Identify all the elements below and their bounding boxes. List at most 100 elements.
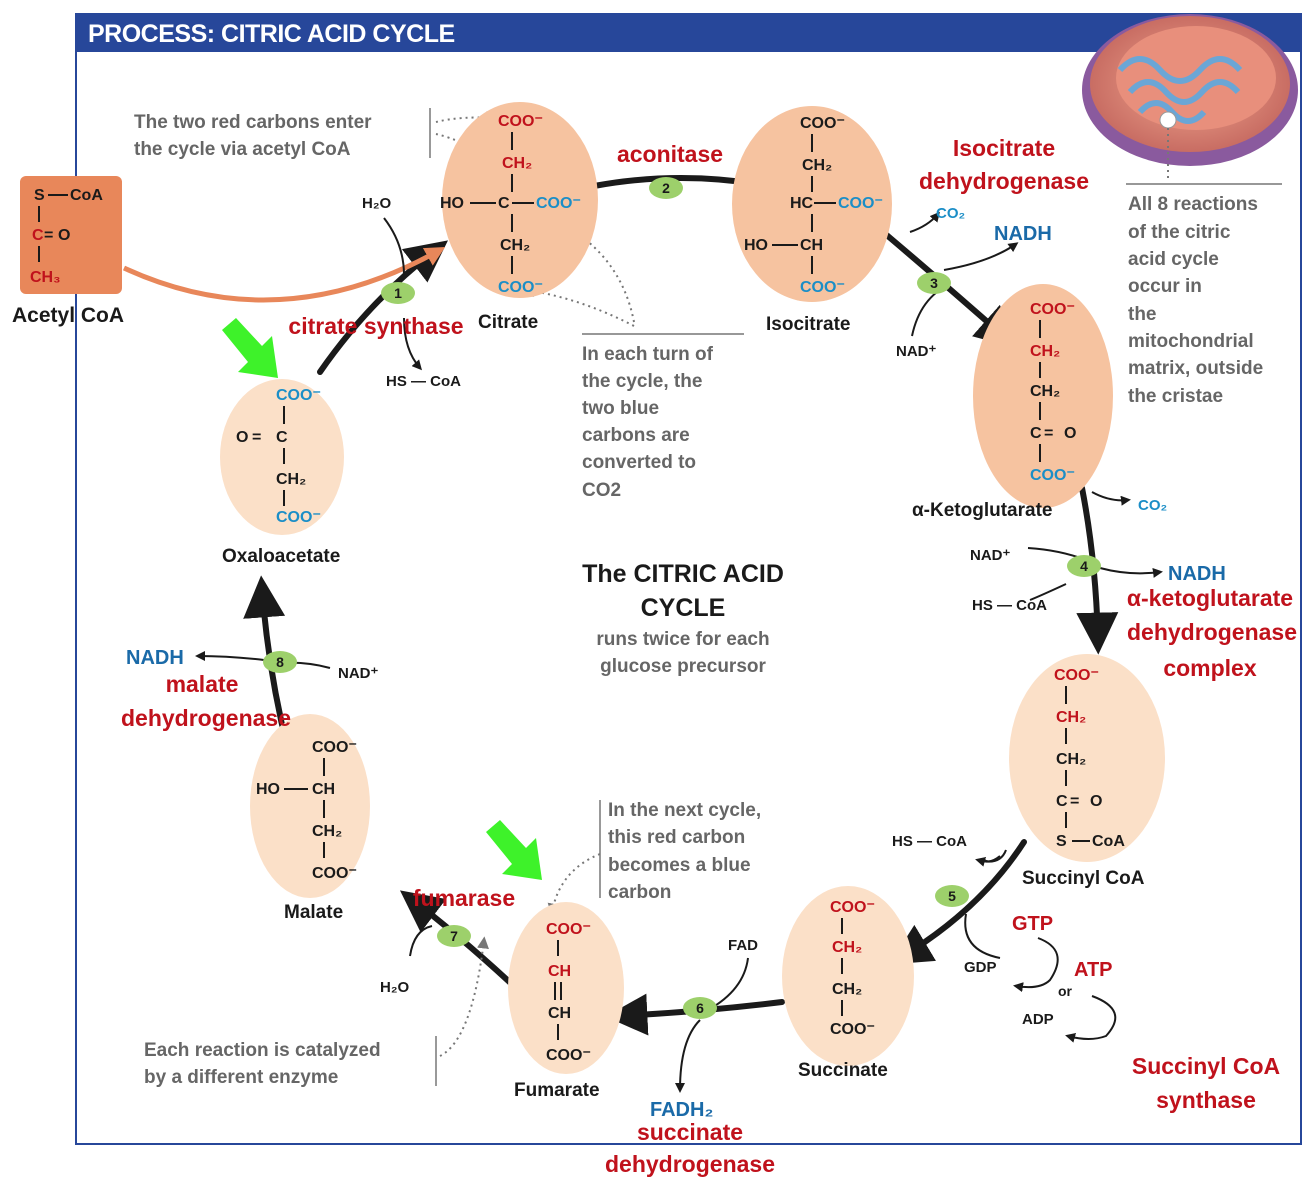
svg-text:HC: HC <box>790 195 814 212</box>
svg-text:NADH: NADH <box>126 647 184 669</box>
svg-text:O: O <box>1064 425 1076 442</box>
svg-text:CH: CH <box>312 781 335 798</box>
svg-text:COO⁻: COO⁻ <box>498 279 543 296</box>
svg-text:CYCLE: CYCLE <box>641 594 726 622</box>
svg-text:COO⁻: COO⁻ <box>1054 667 1099 684</box>
svg-text:ATP: ATP <box>1074 959 1113 981</box>
svg-text:All 8 reactions: All 8 reactions <box>1128 194 1258 215</box>
svg-text:CH₂: CH₂ <box>276 471 306 488</box>
succinate-structure: COO⁻ CH₂ CH₂ COO⁻ <box>830 899 875 1038</box>
svg-text:=: = <box>44 227 53 244</box>
svg-text:S: S <box>34 187 45 204</box>
svg-text:COO⁻: COO⁻ <box>800 279 845 296</box>
svg-text:CO₂: CO₂ <box>1138 497 1167 514</box>
label-succinate: Succinate <box>798 1060 888 1081</box>
citrate-structure: COO⁻ CH₂ HO C COO⁻ CH₂ COO⁻ <box>440 113 581 296</box>
label-malate: Malate <box>284 902 343 923</box>
akg-structure: COO⁻ CH₂ CH₂ C = O COO⁻ <box>1030 301 1076 484</box>
enzyme-succinate-dh-1: succinate <box>637 1119 743 1145</box>
svg-text:CH₂: CH₂ <box>832 939 862 956</box>
cofactors: H₂O HS — CoA CO₂ NADH NAD⁺ CO₂ NAD⁺ NADH… <box>126 195 1226 1121</box>
svg-text:mitochondrial: mitochondrial <box>1128 331 1254 352</box>
svg-text:=: = <box>1044 425 1053 442</box>
svg-text:the cycle via acetyl CoA: the cycle via acetyl CoA <box>134 139 351 160</box>
svg-text:two blue: two blue <box>582 398 659 419</box>
svg-text:CO₂: CO₂ <box>936 205 965 222</box>
acetyl-coa-box <box>20 176 122 294</box>
center-title: The CITRIC ACID CYCLE runs twice for eac… <box>582 560 784 677</box>
svg-text:CO2: CO2 <box>582 480 621 501</box>
svg-text:Each reaction is catalyzed: Each reaction is catalyzed <box>144 1040 381 1061</box>
molecule-ellipses <box>220 102 1165 1074</box>
svg-text:ADP: ADP <box>1022 1011 1054 1028</box>
note-next-cycle: In the next cycle, this red carbon becom… <box>608 800 761 903</box>
step-3: 3 <box>930 275 938 291</box>
svg-text:H₂O: H₂O <box>380 979 409 996</box>
svg-text:CH₂: CH₂ <box>1056 751 1086 768</box>
svg-text:CH₃: CH₃ <box>30 269 61 286</box>
enzyme-succinate-dh-2: dehydrogenase <box>605 1151 775 1177</box>
svg-text:NAD⁺: NAD⁺ <box>970 547 1010 564</box>
note-blue-carbons: In each turn of the cycle, the two blue … <box>582 344 714 501</box>
svg-text:NADH: NADH <box>994 223 1052 245</box>
svg-text:CH₂: CH₂ <box>1030 343 1060 360</box>
svg-text:S: S <box>1056 833 1067 850</box>
svg-text:matrix, outside: matrix, outside <box>1128 358 1263 379</box>
svg-text:O: O <box>1090 793 1102 810</box>
svg-text:HS — CoA: HS — CoA <box>386 373 461 390</box>
svg-text:COO⁻: COO⁻ <box>536 195 581 212</box>
svg-text:CH₂: CH₂ <box>1056 709 1086 726</box>
acetyl-coa-structure: S CoA C = O CH₃ <box>30 187 103 286</box>
svg-text:The CITRIC ACID: The CITRIC ACID <box>582 560 784 588</box>
svg-text:this red carbon: this red carbon <box>608 827 745 848</box>
svg-text:COO⁻: COO⁻ <box>498 113 543 130</box>
step-6: 6 <box>696 1000 704 1016</box>
svg-text:CoA: CoA <box>70 187 103 204</box>
svg-text:CH₂: CH₂ <box>802 157 832 174</box>
svg-text:becomes a blue: becomes a blue <box>608 855 751 876</box>
svg-text:CH: CH <box>548 963 571 980</box>
label-citrate: Citrate <box>478 312 538 333</box>
svg-text:carbons are: carbons are <box>582 425 690 446</box>
svg-text:the: the <box>1128 304 1157 325</box>
svg-text:COO⁻: COO⁻ <box>1030 467 1075 484</box>
svg-text:COO⁻: COO⁻ <box>276 387 321 404</box>
svg-text:NAD⁺: NAD⁺ <box>338 665 378 682</box>
svg-text:COO⁻: COO⁻ <box>838 195 883 212</box>
enzyme-labels: aconitase Isocitrate dehydrogenase citra… <box>121 135 1297 1177</box>
svg-text:the cycle, the: the cycle, the <box>582 371 702 392</box>
svg-text:COO⁻: COO⁻ <box>830 1021 875 1038</box>
svg-text:C: C <box>498 195 510 212</box>
enzyme-fumarase: fumarase <box>413 885 515 911</box>
svg-text:CH₂: CH₂ <box>1030 383 1060 400</box>
svg-text:HO: HO <box>440 195 464 212</box>
svg-text:The two red carbons enter: The two red carbons enter <box>134 112 372 133</box>
label-oxaloacetate: Oxaloacetate <box>222 546 340 567</box>
svg-text:CH: CH <box>548 1005 571 1022</box>
label-acetyl-coa: Acetyl CoA <box>12 304 124 327</box>
enzyme-succinyl-coa-synthase-2: synthase <box>1156 1087 1256 1113</box>
svg-text:of the citric: of the citric <box>1128 222 1231 243</box>
svg-text:In each turn of: In each turn of <box>582 344 714 365</box>
svg-text:FAD: FAD <box>728 937 758 954</box>
svg-text:GTP: GTP <box>1012 913 1053 935</box>
enzyme-isocitrate-dh-2: dehydrogenase <box>919 168 1089 194</box>
svg-text:H₂O: H₂O <box>362 195 391 212</box>
svg-text:runs twice for each: runs twice for each <box>596 629 769 650</box>
enzyme-akg-dh-3: complex <box>1163 655 1257 681</box>
label-fumarate: Fumarate <box>514 1080 600 1101</box>
svg-text:O: O <box>58 227 70 244</box>
svg-text:CH₂: CH₂ <box>832 981 862 998</box>
mitochondrion-illustration <box>1082 14 1298 166</box>
svg-text:or: or <box>1058 983 1073 999</box>
svg-text:CoA: CoA <box>1092 833 1125 850</box>
svg-text:=: = <box>252 429 261 446</box>
svg-text:O: O <box>236 429 248 446</box>
enzyme-akg-dh-2: dehydrogenase <box>1127 619 1297 645</box>
enzyme-isocitrate-dh-1: Isocitrate <box>953 135 1055 161</box>
header-title: PROCESS: CITRIC ACID CYCLE <box>88 20 455 48</box>
svg-text:HO: HO <box>744 237 768 254</box>
svg-text:NADH: NADH <box>1168 563 1226 585</box>
step-2: 2 <box>662 180 670 196</box>
